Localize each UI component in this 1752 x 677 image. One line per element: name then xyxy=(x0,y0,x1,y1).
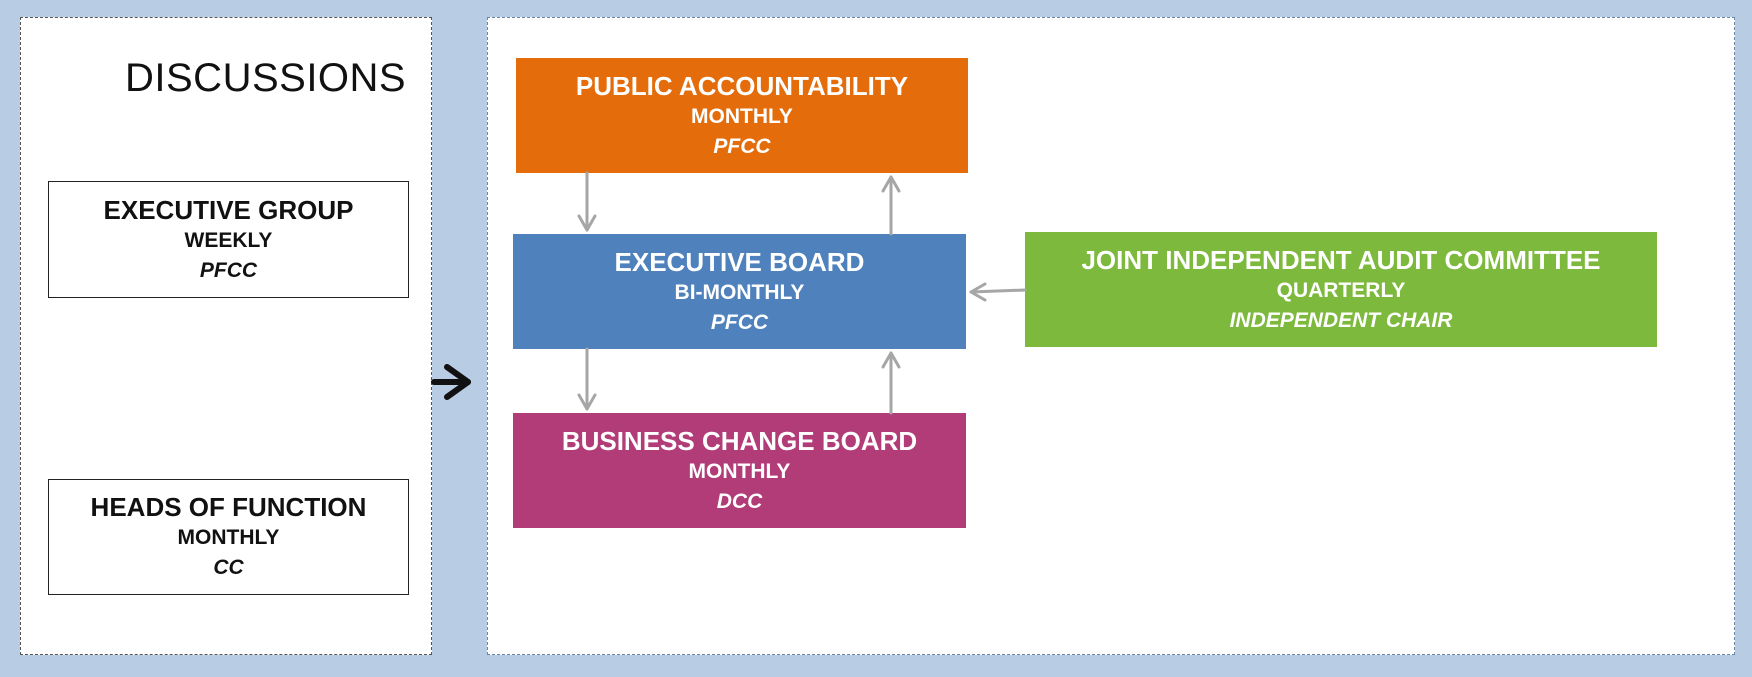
discussions-title: DISCUSSIONS xyxy=(125,56,407,100)
heads-of-function-frequency: MONTHLY xyxy=(177,526,280,549)
executive-group-box: EXECUTIVE GROUP WEEKLY PFCC xyxy=(48,181,409,298)
public-accountability-box: PUBLIC ACCOUNTABILITY MONTHLY PFCC xyxy=(516,58,968,173)
arrow-eb-to-pa-head xyxy=(881,175,901,193)
arrow-audit-to-eb-head xyxy=(969,282,987,302)
executive-group-frequency: WEEKLY xyxy=(184,228,273,252)
executive-board-frequency: BI-MONTHLY xyxy=(674,280,805,304)
business-change-board-box: BUSINESS CHANGE BOARD MONTHLY DCC xyxy=(513,413,966,528)
audit-committee-frequency: QUARTERLY xyxy=(1276,278,1406,302)
heads-of-function-box: HEADS OF FUNCTION MONTHLY CC xyxy=(48,479,409,595)
arrow-bcb-to-eb-head xyxy=(881,351,901,369)
executive-board-title: EXECUTIVE BOARD xyxy=(614,246,865,277)
executive-board-chair: PFCC xyxy=(710,310,769,334)
heads-of-function-title: HEADS OF FUNCTION xyxy=(90,492,367,522)
arrow-eb-to-bcb-head xyxy=(577,393,597,411)
arrow-discussions-to-boards xyxy=(431,364,471,400)
heads-of-function-chair: CC xyxy=(213,556,244,579)
arrow-pa-to-eb-head xyxy=(577,214,597,232)
executive-board-box: EXECUTIVE BOARD BI-MONTHLY PFCC xyxy=(513,234,966,349)
audit-committee-title: JOINT INDEPENDENT AUDIT COMMITTEE xyxy=(1081,244,1601,275)
business-change-board-chair: DCC xyxy=(716,489,763,513)
audit-committee-box: JOINT INDEPENDENT AUDIT COMMITTEE QUARTE… xyxy=(1025,232,1657,347)
audit-committee-chair: INDEPENDENT CHAIR xyxy=(1229,308,1453,332)
executive-group-title: EXECUTIVE GROUP xyxy=(103,194,354,225)
business-change-board-title: BUSINESS CHANGE BOARD xyxy=(561,425,918,456)
public-accountability-frequency: MONTHLY xyxy=(691,104,793,128)
executive-group-chair: PFCC xyxy=(199,258,258,282)
public-accountability-title: PUBLIC ACCOUNTABILITY xyxy=(575,70,909,101)
arrow-audit-to-eb xyxy=(969,288,1027,294)
business-change-board-frequency: MONTHLY xyxy=(688,459,791,483)
public-accountability-chair: PFCC xyxy=(713,134,771,158)
